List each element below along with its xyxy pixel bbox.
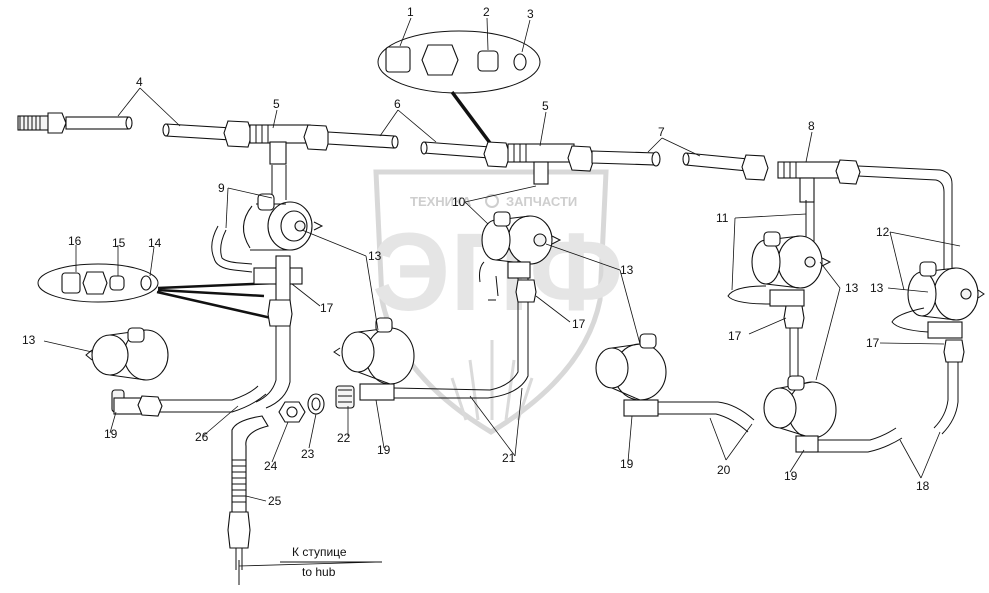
callout-19-d: 19 [784,469,798,483]
callout-17-c: 17 [728,329,742,343]
callout-19-c: 19 [620,457,634,471]
callout-24: 24 [264,459,278,473]
leader-lines [43,17,961,567]
callout-13-a: 13 [368,249,382,263]
callout-18: 18 [916,479,930,493]
brake-chamber-13-lower-left [85,327,169,381]
callout-17-b: 17 [572,317,586,331]
callout-23: 23 [301,447,315,461]
callout-17-d: 17 [866,336,880,350]
brake-chamber-13-center-lower [333,250,529,401]
tee-fitting-17-left [253,255,303,409]
detail-ellipse-top [377,30,541,149]
callout-15: 15 [112,236,126,250]
callout-5-center: 5 [542,99,549,113]
callout-19-a: 19 [104,427,118,441]
elbow-19-left [111,385,267,417]
destination-ru: К ступице [292,545,347,559]
callout-2: 2 [483,5,490,19]
callout-13-b: 13 [620,263,634,277]
brake-chamber-13-right-upper [751,231,832,384]
brake-chamber-13-far-right [891,261,985,435]
tee-fitting-8 [777,159,953,270]
callout-14: 14 [148,236,162,250]
brake-chamber-13-right-bottom [763,375,903,453]
destination-en: to hub [302,565,336,579]
callout-7: 7 [658,125,665,139]
tee-fitting-5-left [223,120,399,165]
brake-chamber-13-upper-left [242,193,324,251]
watermark-left-word: ТЕХНИКА [410,194,472,209]
callout-10: 10 [452,195,466,209]
callout-8: 8 [808,119,815,133]
callout-13-e: 13 [870,281,884,295]
tube-7 [682,152,769,181]
destination-note: К ступице to hub [280,545,382,579]
tee-fitting-5-center [483,141,661,185]
callout-12: 12 [876,225,890,239]
callout-11: 11 [716,211,729,225]
callout-6: 6 [394,97,401,111]
hose-25 [227,415,269,585]
callout-16: 16 [68,234,82,248]
callout-22: 22 [337,431,351,445]
gear-icon [485,194,499,208]
callout-17-a: 17 [320,301,334,315]
callout-4: 4 [136,75,143,89]
tube-6-right [420,141,491,159]
callout-25: 25 [268,494,282,508]
callout-13-c: 13 [845,281,859,295]
callout-labels: 1 2 3 4 5 5 6 7 8 9 10 11 12 13 13 13 13… [22,5,930,508]
tube-9 [211,165,287,273]
callout-3: 3 [527,7,534,21]
callout-1: 1 [407,5,414,19]
callout-5-left: 5 [273,97,280,111]
watermark-right-word: ЗАПЧАСТИ [506,194,577,209]
watermark: ТЕХНИКА ЗАПЧАСТИ ЭПФ [372,169,623,435]
brake-chamber-13-center-upper [479,211,562,303]
callout-19-b: 19 [377,443,391,457]
callout-21: 21 [502,451,516,465]
adapter-22 [335,385,355,409]
callout-26: 26 [195,430,209,444]
detail-ellipse-left [37,263,281,322]
callout-20: 20 [717,463,731,477]
callout-9: 9 [218,181,225,195]
nut-24 [278,401,306,423]
tube-6-left [162,123,233,141]
washer-23 [307,393,325,415]
callout-13-d: 13 [22,333,36,347]
brake-chamber-13-right-lower [595,333,755,433]
tube-4 [17,112,133,134]
